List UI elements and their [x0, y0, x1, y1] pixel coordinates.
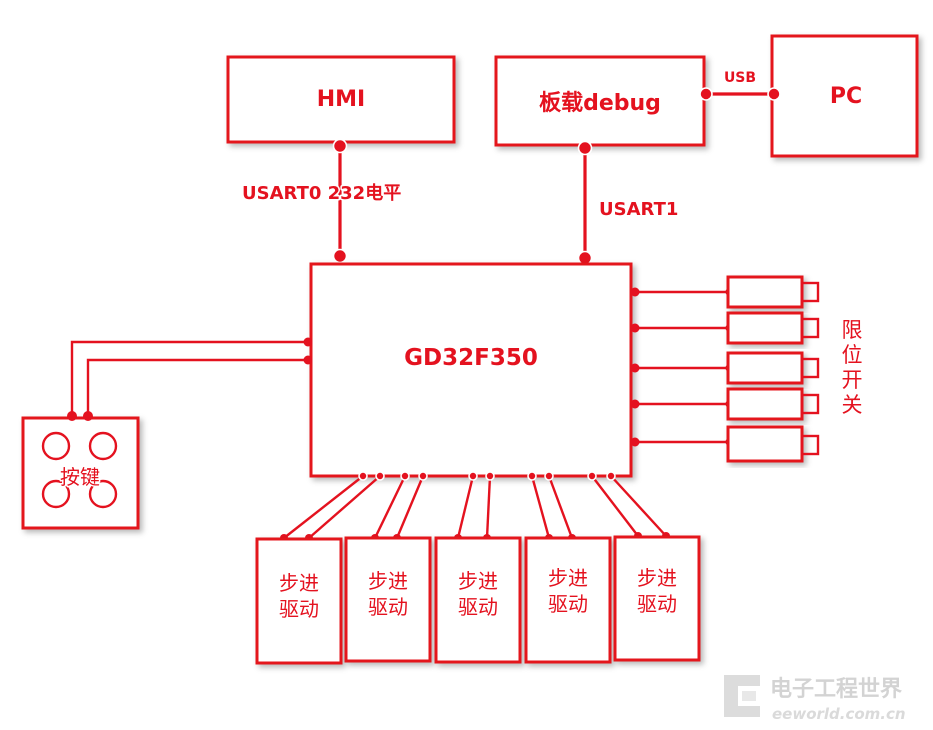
limit-label-char: 关: [842, 393, 863, 417]
limit-switch: [630, 351, 820, 385]
usart0-link-top: [332, 138, 348, 154]
mcu-label: GD32F350: [404, 345, 538, 371]
key-button-tl: [41, 431, 71, 461]
stepper-driver-line2: 驱动: [458, 595, 498, 619]
stepper-driver-line1: 步进: [368, 569, 408, 593]
pc-label: PC: [830, 84, 862, 109]
pc-block: [770, 34, 919, 158]
key-wire-1-mcu: [303, 337, 313, 347]
key-wire-1: [70, 340, 308, 416]
limit-label-char: 限: [842, 318, 863, 342]
key-wire-1-end: [67, 411, 77, 421]
stepper-driver-box: [434, 536, 522, 664]
stepper-driver-line2: 驱动: [548, 592, 588, 616]
mcu-block: [309, 262, 633, 478]
stepper-driver-line1: 步进: [279, 571, 319, 595]
limit-switch-label: 限 位 开 关: [840, 317, 864, 419]
usb-label: USB: [724, 70, 756, 86]
key-button-br: [88, 479, 118, 509]
stepper-driver-line2: 驱动: [279, 597, 319, 621]
key-wire-2: [86, 358, 308, 416]
usb-link-end-right: [767, 87, 781, 101]
watermark-logo-icon: [724, 675, 760, 717]
hmi-label: HMI: [317, 87, 366, 112]
watermark: 电子工程世界 eeworld.com.cn: [724, 675, 906, 723]
usart1-label: USART1: [599, 199, 678, 220]
usart0-link-bottom: [332, 248, 348, 264]
limit-switch: [630, 387, 820, 421]
keys-label: 按键: [60, 465, 100, 489]
key-button-bl: [41, 479, 71, 509]
key-wire-2-mcu: [303, 355, 313, 365]
usart1-link-top: [577, 140, 593, 156]
stepper-driver-line1: 步进: [637, 566, 677, 590]
stepper-driver-box: [255, 537, 343, 665]
stepper-driver-box: [344, 536, 432, 663]
usb-link-end-left: [699, 87, 713, 101]
stepper-driver-line2: 驱动: [368, 595, 408, 619]
watermark-sub: eeworld.com.cn: [772, 705, 906, 723]
stepper-driver-box: [613, 535, 701, 662]
stepper-driver-line2: 驱动: [637, 592, 677, 616]
limit-switch: [630, 311, 820, 345]
limit-label-char: 位: [842, 343, 863, 367]
key-buttons: [41, 431, 118, 509]
hmi-block: [226, 55, 456, 144]
usart0-label: USART0 232电平: [242, 182, 401, 204]
limit-label-char: 开: [842, 368, 863, 392]
debug-block: [494, 55, 706, 147]
key-button-tr: [88, 431, 118, 461]
stepper-driver-box: [524, 536, 612, 664]
limit-switch: [630, 425, 820, 463]
stepper-driver-line1: 步进: [458, 569, 498, 593]
limit-switches: [630, 275, 820, 463]
key-wire-2-end: [83, 411, 93, 421]
limit-switch: [630, 275, 820, 309]
debug-label: 板载debug: [539, 90, 661, 116]
watermark-main: 电子工程世界: [770, 677, 902, 702]
stepper-wires: [280, 471, 670, 542]
keys-block: [21, 416, 140, 530]
stepper-driver-line1: 步进: [548, 566, 588, 590]
